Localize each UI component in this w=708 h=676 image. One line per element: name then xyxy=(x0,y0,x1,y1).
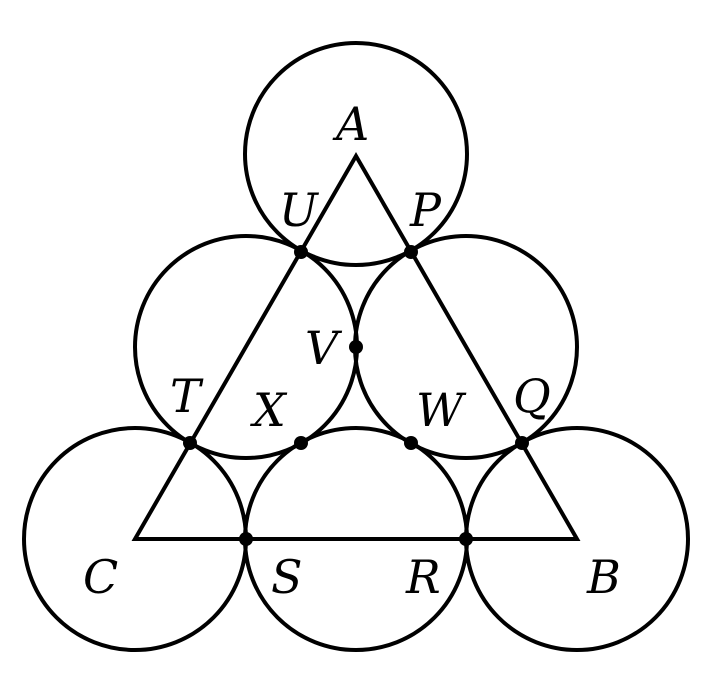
label-q: Q xyxy=(513,369,551,423)
label-w: W xyxy=(416,383,467,437)
label-a: A xyxy=(332,97,369,151)
label-x: X xyxy=(250,383,288,437)
point-u xyxy=(294,245,308,259)
point-x xyxy=(294,436,308,450)
point-q xyxy=(515,436,529,450)
label-t: T xyxy=(170,369,204,423)
point-t xyxy=(183,436,197,450)
point-v xyxy=(349,340,363,354)
point-p xyxy=(404,245,418,259)
point-w xyxy=(404,436,418,450)
point-s xyxy=(239,532,253,546)
label-u: U xyxy=(279,183,320,237)
label-v: V xyxy=(305,321,343,375)
label-r: R xyxy=(405,550,441,604)
label-c: C xyxy=(83,550,118,604)
point-r xyxy=(459,532,473,546)
label-b: B xyxy=(586,550,621,604)
circle-top xyxy=(243,41,469,267)
label-s: S xyxy=(271,550,303,604)
triangle-abc xyxy=(131,151,581,541)
label-p: P xyxy=(409,183,442,237)
